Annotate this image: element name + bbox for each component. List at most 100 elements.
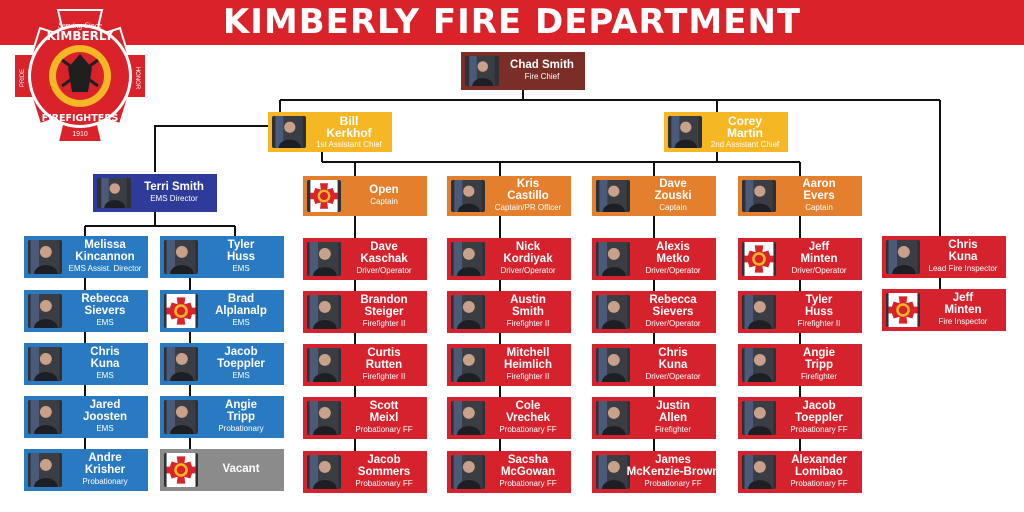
person-role: Probationary FF	[499, 425, 557, 434]
person-photo-icon	[671, 116, 699, 148]
person-name: Melissa	[84, 239, 126, 251]
person-photo-icon	[309, 242, 339, 276]
person-name: Vrechek	[505, 411, 551, 424]
person-photo-icon	[598, 348, 628, 382]
page-title: KIMBERLY FIRE DEPARTMENT	[222, 2, 802, 42]
badge-photo	[886, 293, 920, 327]
person-name: Kuna	[90, 357, 120, 370]
person-name: Kaschak	[360, 252, 408, 265]
portrait-photo	[742, 455, 776, 489]
person-photo-icon	[30, 240, 60, 274]
firefighter-badge-icon	[744, 242, 774, 276]
person-photo-icon	[309, 348, 339, 382]
person-name: Aaron	[802, 178, 836, 190]
person-name: Sievers	[652, 305, 694, 318]
firefighter-badge-icon	[310, 180, 338, 212]
person-name: Joosten	[82, 410, 128, 423]
portrait-photo	[742, 348, 776, 382]
person-name: Meixl	[369, 411, 399, 424]
person-role: Captain	[659, 203, 687, 212]
person-role: EMS	[96, 318, 114, 327]
badge-photo	[307, 180, 341, 212]
person-role: Probationary FF	[355, 425, 413, 434]
person-role: Probationary FF	[790, 425, 848, 434]
person-name: Kordiyak	[503, 252, 553, 265]
person-name: Kris	[516, 178, 540, 190]
person-role: Driver/Operator	[645, 319, 701, 328]
portrait-photo	[596, 295, 630, 329]
logo-top-text: Serving Since	[58, 21, 102, 30]
person-name: Lomibao	[795, 465, 843, 478]
person-role: EMS Director	[150, 194, 198, 204]
person-role: EMS	[232, 318, 250, 327]
person-name: Brad	[227, 293, 255, 305]
person-photo-icon	[30, 453, 60, 487]
person-name: Austin	[510, 294, 546, 306]
person-photo-icon	[30, 400, 60, 434]
department-logo: Serving Since KIMBERLY FIREFIGHTERS 1910…	[13, 9, 147, 143]
portrait-photo	[451, 401, 485, 435]
person-name: Jacob	[367, 454, 401, 466]
person-name: Martin	[727, 125, 763, 140]
person-name: Nick	[515, 241, 541, 253]
person-name: Steiger	[364, 305, 404, 318]
portrait-photo	[164, 240, 198, 274]
person-name: Mitchell	[506, 347, 550, 359]
person-role: Firefighter II	[506, 319, 550, 328]
firefighter-badge-icon	[166, 294, 196, 328]
firefighter-badge-icon	[166, 453, 196, 487]
portrait-photo	[28, 347, 62, 381]
logo-year: 1910	[72, 131, 88, 138]
person-photo-icon	[309, 455, 339, 489]
person-name: Minten	[944, 303, 982, 316]
portrait-photo	[596, 242, 630, 276]
portrait-photo	[596, 348, 630, 382]
person-name: Alplanalp	[215, 304, 267, 317]
person-photo-icon	[888, 240, 918, 274]
person-photo-icon	[598, 242, 628, 276]
portrait-photo	[307, 242, 341, 276]
person-role: Firefighter	[800, 372, 837, 381]
person-photo-icon	[744, 401, 774, 435]
person-name: McGowan	[500, 465, 556, 478]
person-name: Minten	[800, 252, 838, 265]
person-name: Alexis	[656, 241, 690, 253]
portrait-photo	[451, 295, 485, 329]
person-role: Captain	[370, 197, 398, 207]
person-name: Jared	[89, 399, 121, 411]
person-role: EMS Assist. Director	[68, 264, 142, 273]
person-photo-icon	[598, 455, 628, 489]
person-name: Rutten	[365, 358, 403, 371]
